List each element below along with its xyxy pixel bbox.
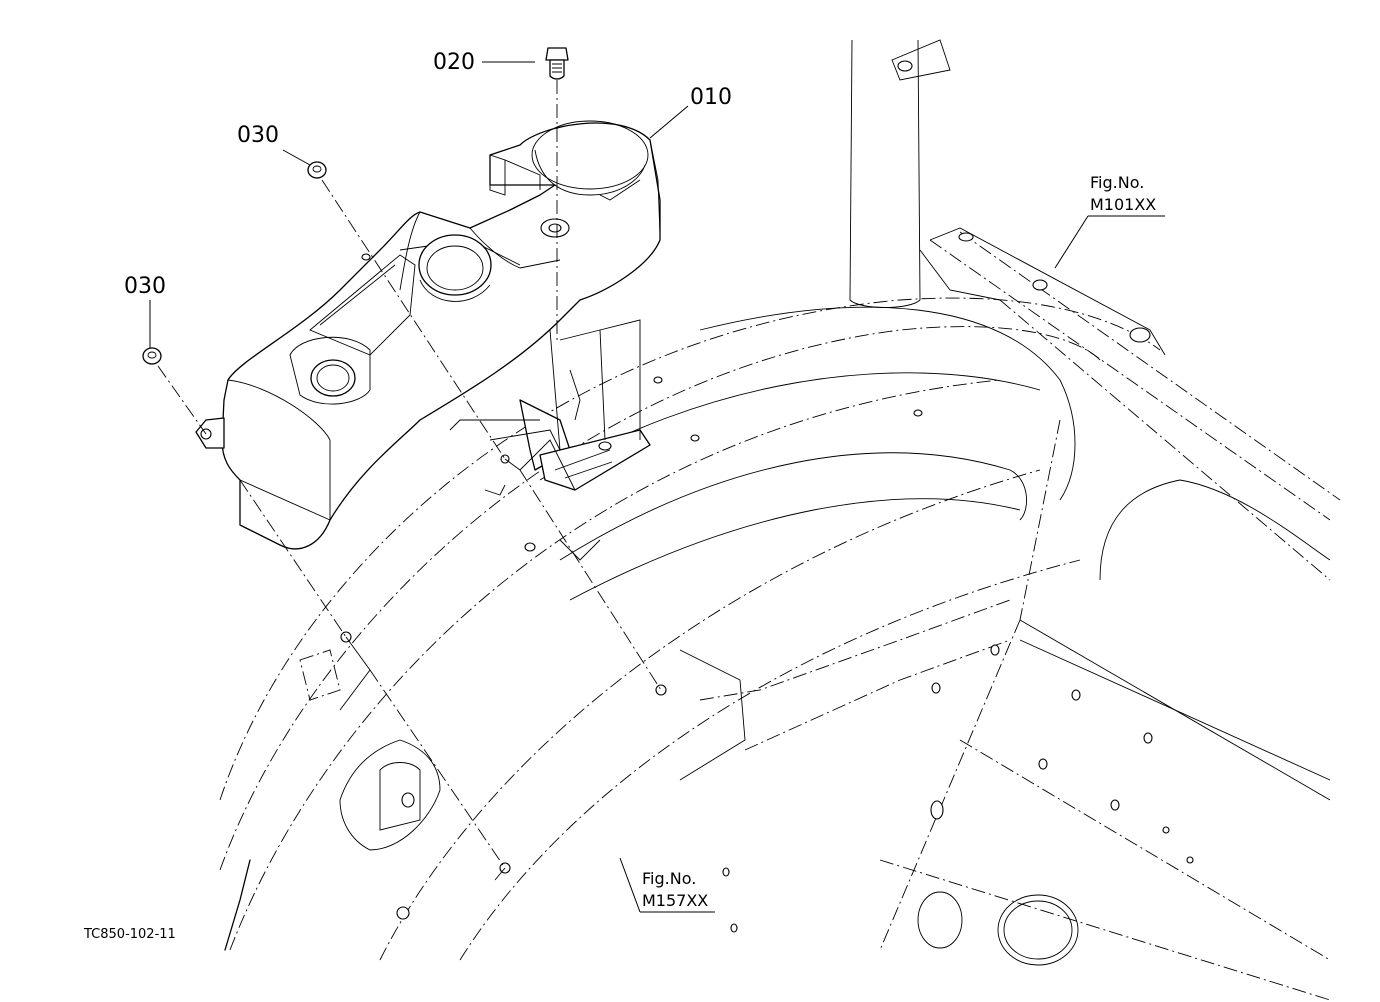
frame-holes [340,232,1194,933]
fig-ref-bottom-number[interactable]: M157XX [642,891,708,910]
callout-030-lower: 030 [124,274,166,299]
fig-ref-top-number[interactable]: M101XX [1090,195,1156,214]
fender-frame [219,39,1341,1001]
leader-lines [149,61,1165,913]
callout-020: 020 [433,50,475,75]
callout-030-upper: 030 [237,123,279,148]
bolt-020[interactable] [545,47,569,80]
drawing-code: TC850-102-11 [83,927,176,942]
screw-030-upper[interactable] [307,161,327,179]
callout-010: 010 [690,85,732,110]
assembly-guide-lines [157,80,662,881]
screw-030-lower[interactable] [142,347,162,365]
fig-ref-top-prefix: Fig.No. [1090,173,1144,192]
tank-cover-010[interactable] [195,120,661,550]
fig-ref-bottom-prefix: Fig.No. [642,869,696,888]
